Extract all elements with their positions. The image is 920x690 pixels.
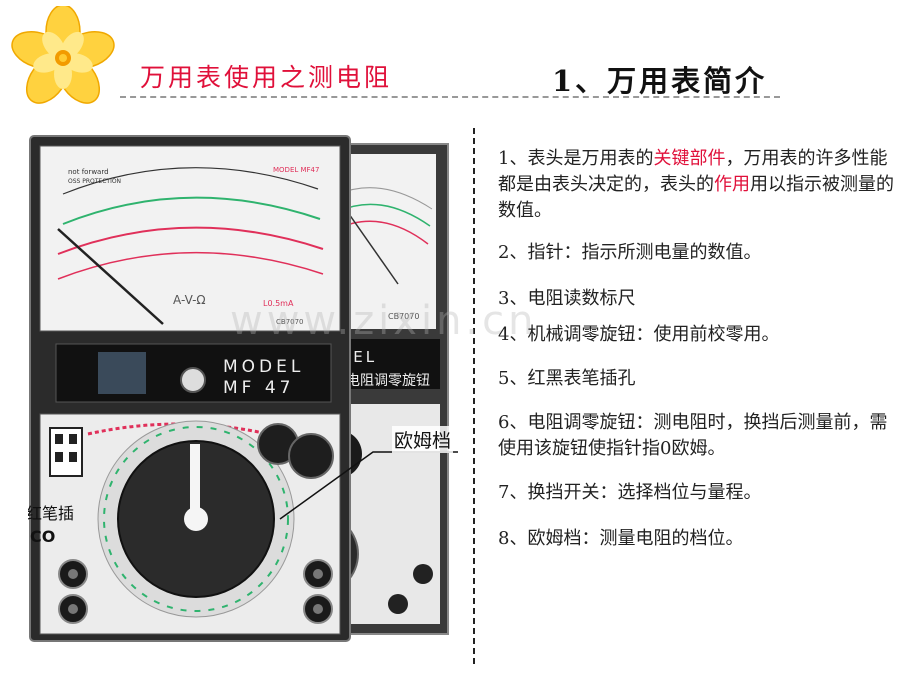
list-item-4: 4、机械调零旋钮：使用前校零用。 xyxy=(498,324,780,345)
page-title: 万用表使用之测电阻 xyxy=(140,63,393,92)
title-divider xyxy=(120,96,780,98)
list-item-6: 6、电阻调零旋钮：测电阻时，换挡后测量前，需使用该旋钮使指针指0欧姆。 xyxy=(498,412,888,459)
list-item-8: 8、欧姆档：测量电阻的档位。 xyxy=(498,528,744,549)
dial-note-1: not forward xyxy=(68,168,109,176)
left-label-1: 红笔插 xyxy=(28,504,74,523)
dial-note-2: OSS PROTECTION xyxy=(68,178,121,185)
back-label-text: 电阻调零旋钮 xyxy=(346,373,430,389)
section-title: 1、万用表简介 xyxy=(552,64,768,98)
list-item-7: 7、换挡开关：选择档位与量程。 xyxy=(498,482,762,503)
dial-model-tag: MODEL MF47 xyxy=(273,166,319,174)
flower-decoration xyxy=(11,6,115,104)
dial-code: CB7070 xyxy=(276,318,304,326)
list-item-5: 5、红黑表笔插孔 xyxy=(498,368,636,389)
needle xyxy=(57,228,164,325)
watermark: www.zixin.cn xyxy=(230,298,538,344)
list-item-1: 1、表头是万用表的关键部件，万用表的许多性能都是由表头决定的，表头的作用用以指示… xyxy=(498,148,894,221)
dial-formula: A-V-Ω xyxy=(173,293,206,307)
dial-scale-label: L0.5mA xyxy=(263,299,294,308)
back-code-text: CB7070 xyxy=(388,312,419,321)
left-label-2: CO xyxy=(30,527,55,546)
ohm-range-callout: 欧姆档 xyxy=(392,426,454,453)
list-item-2: 2、指针：指示所测电量的数值。 xyxy=(498,242,762,263)
vertical-divider xyxy=(473,128,475,664)
brand-line-1: MODEL xyxy=(223,357,304,377)
brand-line-2: MF 47 xyxy=(223,378,294,398)
list-item-3: 3、电阻读数标尺 xyxy=(498,288,636,309)
multimeter-illustration: MODEL 电阻调零旋钮 CB7070 not forward OSS PROT… xyxy=(28,135,458,642)
